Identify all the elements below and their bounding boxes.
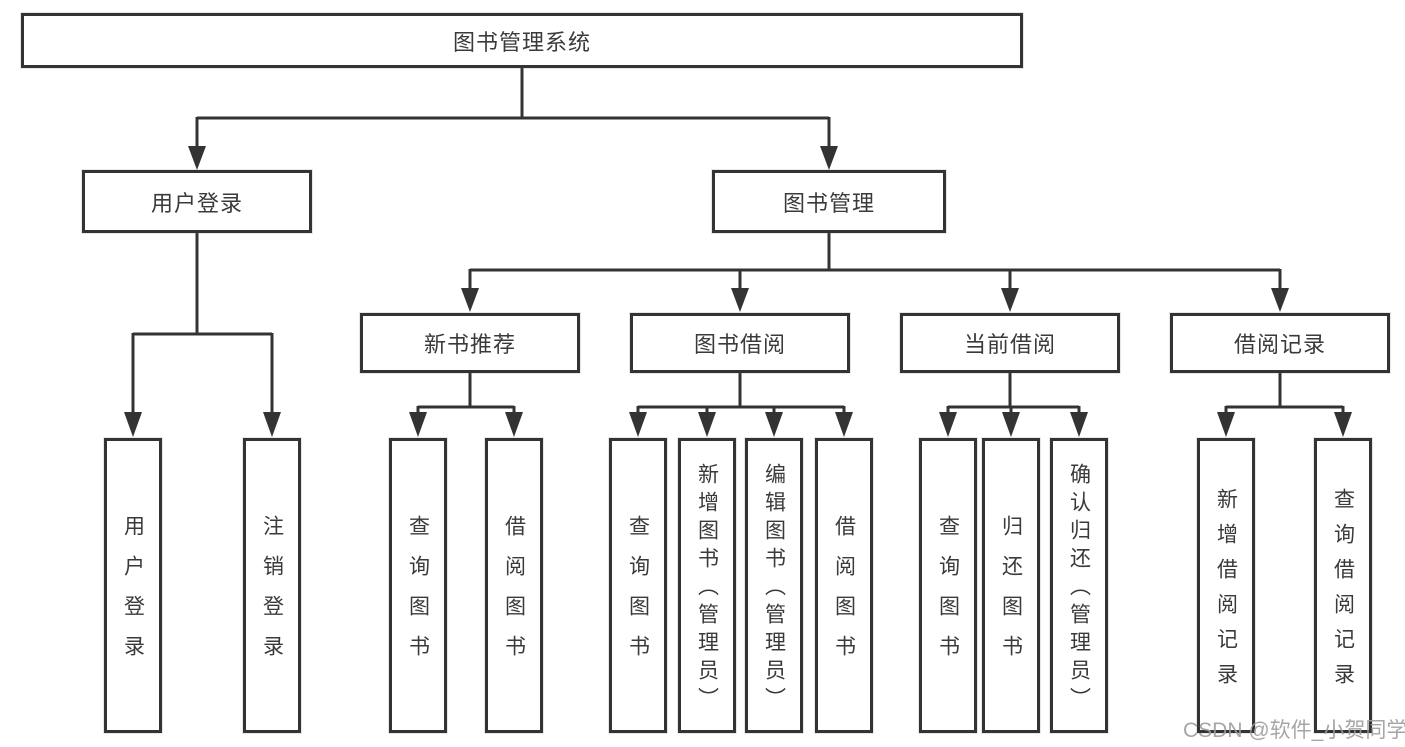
leaf-user-login: 用户登录 [104,438,162,733]
leaf-query-books-borrow: 查询图书 [609,438,667,733]
leaf-confirm-return-admin-label: 确认归还（管理员） [1067,463,1091,715]
node-book-borrow: 图书借阅 [630,313,850,373]
csdn-watermark: CSDN @软件_小贺同学 [1183,719,1405,742]
leaf-borrow-books-label: 借阅图书 [832,515,856,675]
leaf-query-borrow-record: 查询借阅记录 [1314,438,1372,733]
leaf-query-books-rec: 查询图书 [389,438,447,733]
node-root-label: 图书管理系统 [452,29,591,55]
leaf-user-login-label: 用户登录 [121,515,145,675]
leaf-edit-book-admin: 编辑图书（管理员） [745,438,803,733]
leaf-logout-label: 注销登录 [260,515,284,675]
leaf-add-borrow-record-label: 新增借阅记录 [1214,487,1238,698]
leaf-query-borrow-record-label: 查询借阅记录 [1331,487,1355,698]
leaf-logout: 注销登录 [243,438,301,733]
node-new-book-rec: 新书推荐 [360,313,580,373]
node-user-login: 用户登录 [82,170,312,233]
leaf-query-books-current: 查询图书 [919,438,977,733]
leaf-add-book-admin: 新增图书（管理员） [678,438,736,733]
leaf-query-books-rec-label: 查询图书 [406,515,430,675]
leaf-query-books-borrow-label: 查询图书 [626,515,650,675]
leaf-borrow-books-rec-label: 借阅图书 [502,515,526,675]
leaf-edit-book-admin-label: 编辑图书（管理员） [762,463,786,715]
leaf-add-borrow-record: 新增借阅记录 [1197,438,1255,733]
node-book-mgmt-label: 图书管理 [782,190,875,216]
leaf-return-book: 归还图书 [982,438,1040,733]
leaf-confirm-return-admin: 确认归还（管理员） [1050,438,1108,733]
leaf-return-book-label: 归还图书 [999,515,1023,675]
node-borrow-record-label: 借阅记录 [1233,332,1326,357]
leaf-add-book-admin-label: 新增图书（管理员） [695,463,719,715]
leaf-borrow-books: 借阅图书 [815,438,873,733]
node-current-borrow: 当前借阅 [900,313,1120,373]
node-book-borrow-label: 图书借阅 [693,332,786,357]
node-new-book-rec-label: 新书推荐 [423,332,516,357]
leaf-borrow-books-rec: 借阅图书 [485,438,543,733]
node-book-mgmt: 图书管理 [712,170,946,233]
node-root: 图书管理系统 [21,13,1023,68]
node-user-login-label: 用户登录 [150,190,243,216]
leaf-query-books-current-label: 查询图书 [936,515,960,675]
node-current-borrow-label: 当前借阅 [963,332,1056,357]
node-borrow-record: 借阅记录 [1170,313,1390,373]
arrowheads [124,146,1352,437]
